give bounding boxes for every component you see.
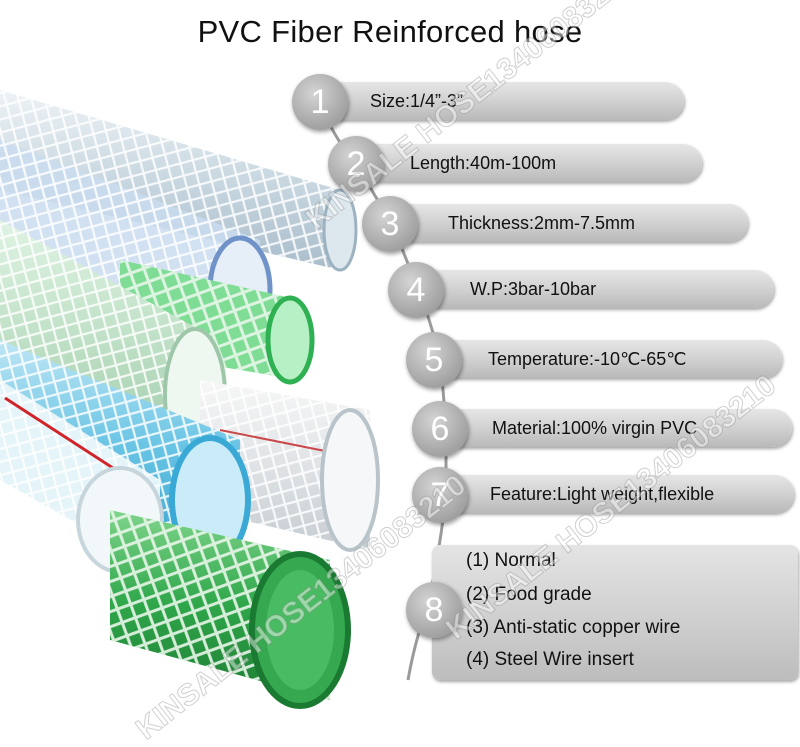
feature-pill-2 [356,144,702,182]
feature-number-6: 6 [412,401,468,457]
feature-number-5: 5 [406,332,462,388]
feature-pill-1 [320,82,684,120]
types-number-8: 8 [406,582,462,638]
feature-pill-6 [440,409,792,447]
type-item-4: (4) Steel Wire insert [466,649,634,670]
feature-number-3: 3 [362,196,418,252]
feature-text-7: Feature:Light weight,flexible [490,484,715,504]
feature-pill-3 [390,204,748,242]
feature-number-1: 1 [292,74,348,130]
feature-text-1: Size:1/4”-3” [370,91,464,111]
feature-number-2: 2 [328,136,384,192]
feature-pill-4 [418,270,774,308]
page-title: PVC Fiber Reinforced hose [197,14,583,49]
feature-text-5: Temperature:-10℃-65℃ [488,349,687,369]
feature-text-6: Material:100% virgin PVC [492,418,698,438]
blue-hose [0,340,251,565]
type-item-3: (3) Anti-static copper wire [466,617,681,638]
feature-text-4: W.P:3bar-10bar [470,279,597,299]
feature-pill-7 [440,475,794,513]
type-item-2: (2) Food grade [466,584,592,605]
feature-number-4: 4 [388,262,444,318]
types-box [432,545,798,680]
feature-number-7: 7 [412,467,468,523]
feature-text-2: Length:40m-100m [410,153,557,173]
type-item-1: (1) Normal [466,550,556,571]
feature-pill-5 [436,340,782,378]
feature-text-3: Thickness:2mm-7.5mm [448,213,636,233]
